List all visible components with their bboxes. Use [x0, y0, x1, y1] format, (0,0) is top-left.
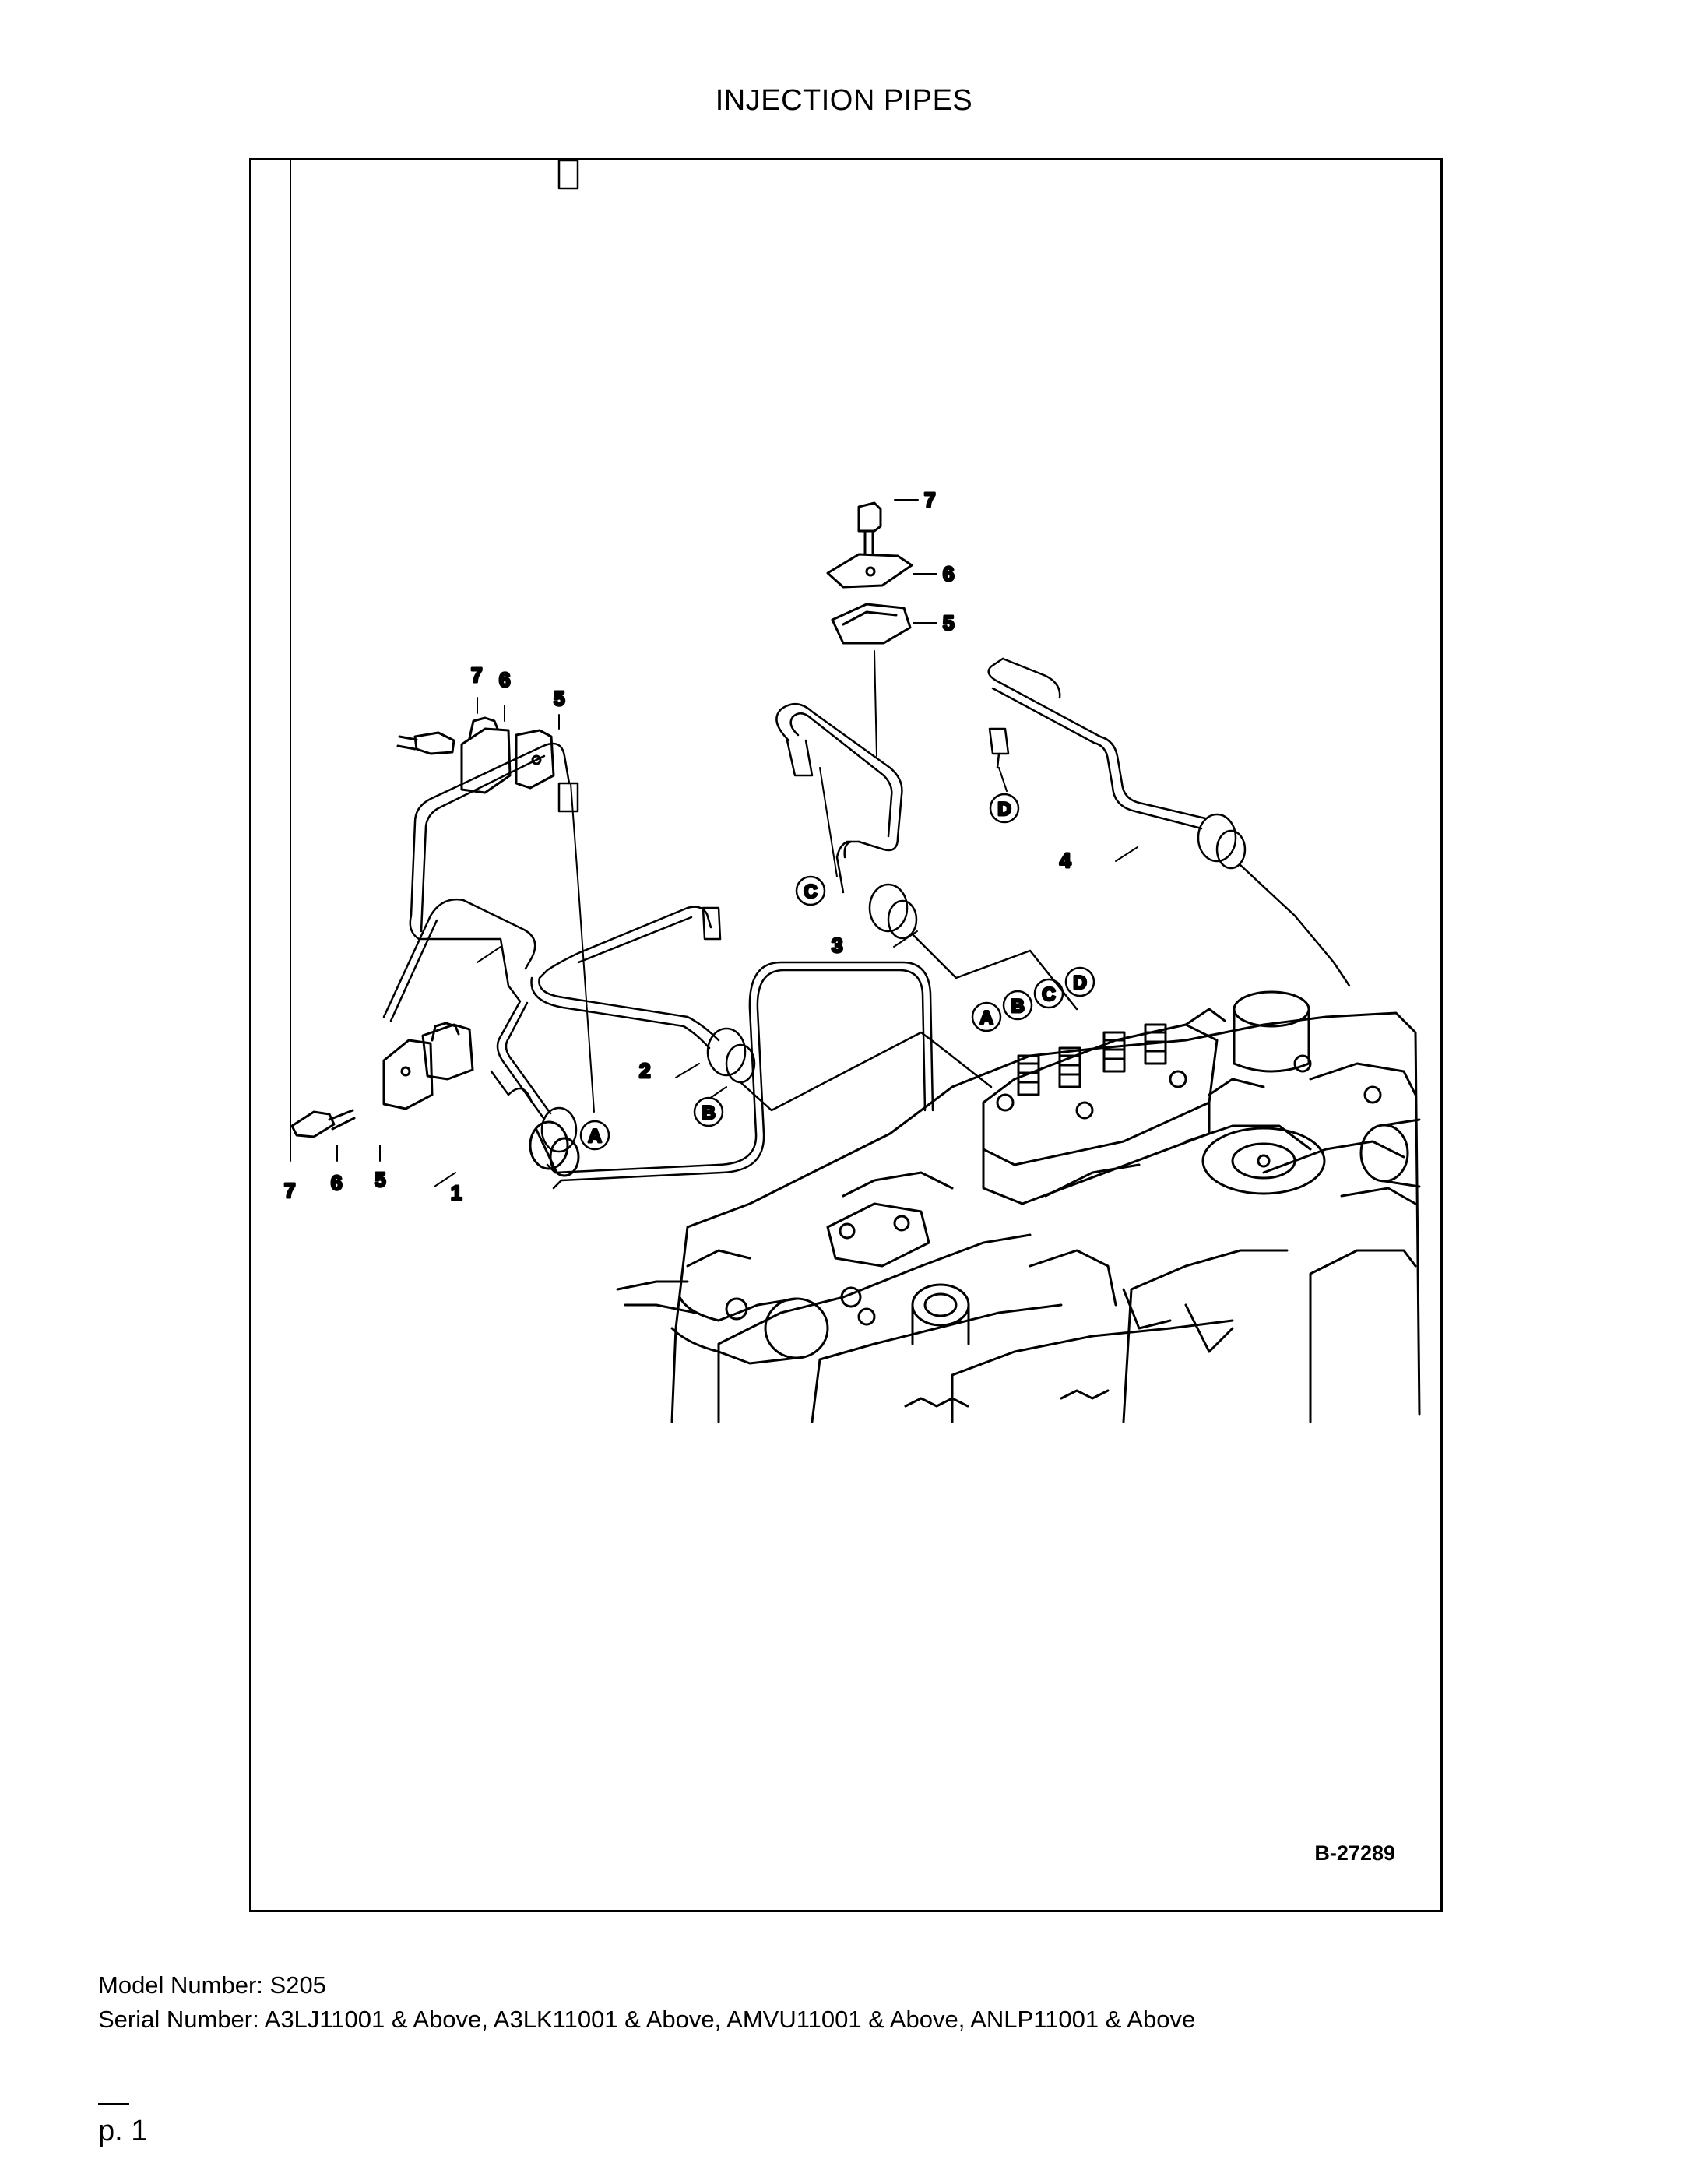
part-number-3: 3	[832, 934, 842, 957]
part-number-5-upper: 5	[554, 687, 564, 710]
letter-c-pump: C	[1042, 984, 1055, 1005]
injection-pump	[982, 1008, 1226, 1205]
letter-a-pump: A	[979, 1008, 993, 1029]
letter-b-pipe: B	[702, 1103, 715, 1124]
page-title: INJECTION PIPES	[715, 84, 973, 117]
pipe-1-route	[409, 160, 579, 1120]
letter-a-pipe: A	[588, 1126, 601, 1147]
clamp-top	[826, 499, 937, 757]
model-number: Model Number: S205	[98, 1971, 326, 1999]
connection-letter-circles	[579, 793, 1095, 1151]
diagram-frame: A B C D A B C D 1 2 3 4 5 6 7 5 6 7 5 6 …	[249, 158, 1443, 1912]
clamp-upper-left	[396, 697, 579, 889]
part-number-7-top: 7	[924, 488, 935, 512]
part-number-6-top: 6	[943, 562, 954, 586]
pipe-1-nut	[529, 1120, 580, 1177]
injection-pipes-diagram: A B C D A B C D 1 2 3 4 5 6 7 5 6 7 5 6 …	[283, 160, 1421, 1423]
part-number-4: 4	[1060, 849, 1071, 872]
letter-b-pump: B	[1011, 996, 1024, 1017]
clamp-lower-left	[290, 160, 474, 1162]
injection-pipe-1	[382, 898, 934, 1190]
drawing-code: B-27289	[1314, 1841, 1395, 1865]
letter-d-pump: D	[1073, 972, 1086, 994]
part-number-2: 2	[639, 1059, 650, 1082]
part-number-6-upper: 6	[499, 668, 510, 691]
page-number-rule	[98, 2103, 129, 2105]
part-number-5-top: 5	[943, 611, 954, 635]
part-number-7-upper: 7	[471, 663, 482, 687]
serial-number: Serial Number: A3LJ11001 & Above, A3LK11…	[98, 2006, 1196, 2033]
leader-lines	[434, 767, 1138, 1187]
part-number-6-left: 6	[331, 1171, 342, 1194]
injection-pipe-4	[987, 657, 1351, 987]
engine-block	[616, 990, 1421, 1423]
letter-c-pipe: C	[804, 881, 817, 902]
part-number-7-left: 7	[284, 1179, 295, 1202]
letter-d-pipe: D	[997, 799, 1011, 820]
part-number-1: 1	[451, 1181, 462, 1205]
injection-pipe-2	[530, 906, 993, 1112]
page-number: p. 1	[98, 2115, 148, 2147]
part-number-5-left: 5	[375, 1168, 385, 1191]
